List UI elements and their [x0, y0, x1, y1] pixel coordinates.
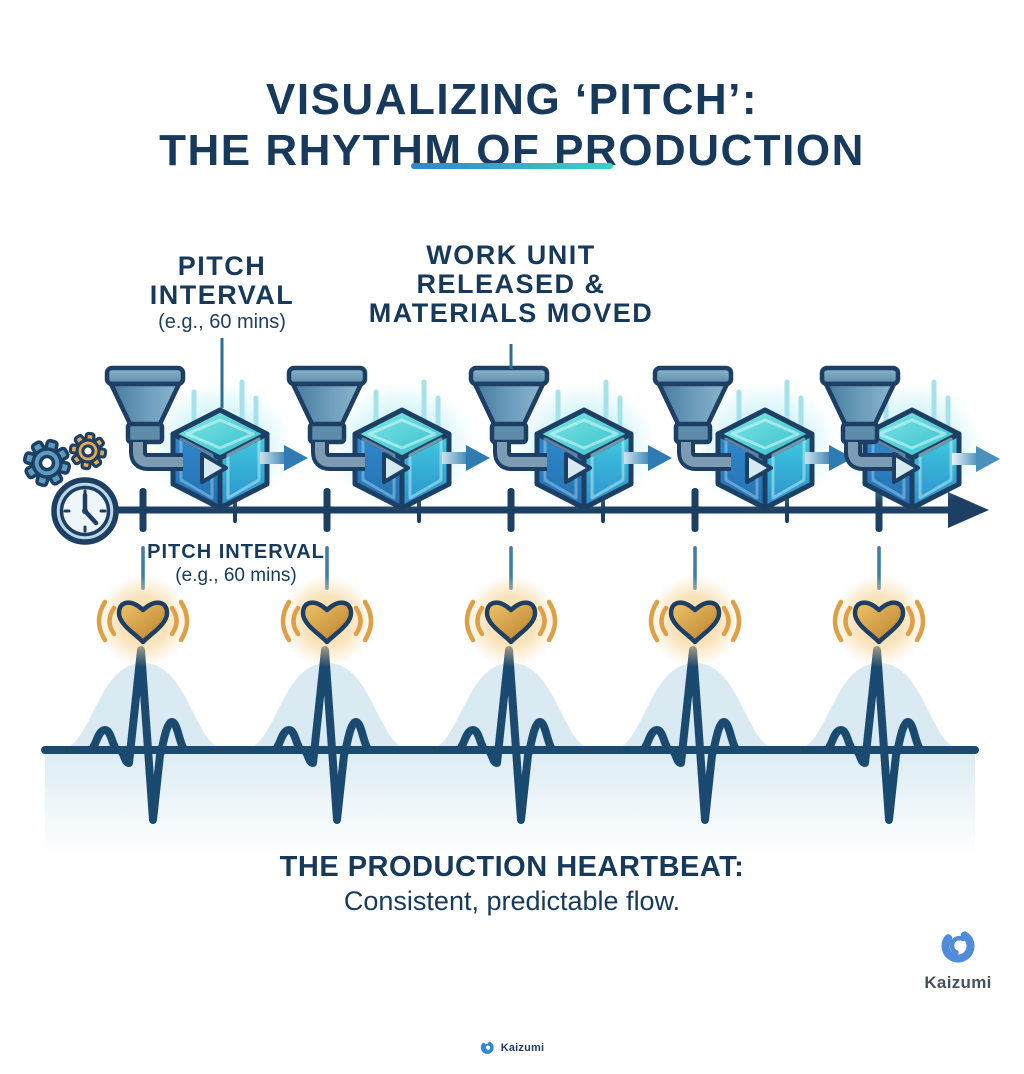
timeline-arrow	[948, 492, 989, 528]
timeline-pitch-interval-note: (e.g., 60 mins)	[175, 565, 297, 586]
production-stations	[107, 368, 1000, 511]
kaizumi-logo-icon	[941, 929, 975, 963]
pitch-interval-leader-line	[220, 338, 224, 408]
heart-icon	[97, 575, 189, 667]
footer-caption: THE PRODUCTION HEARTBEAT: Consistent, pr…	[0, 850, 1024, 918]
work-unit-cube-icon	[173, 410, 267, 508]
pitch-callout-line-1: PITCH	[177, 251, 267, 281]
clock-icon	[51, 477, 119, 545]
station	[289, 368, 474, 511]
station	[655, 368, 837, 511]
brand-logo: Kaizumi	[888, 926, 1024, 993]
work-unit-cube-icon	[718, 410, 812, 508]
work-callout-line-3: MATERIALS MOVED	[368, 298, 654, 328]
kaizumi-watermark-icon	[480, 1041, 494, 1054]
pitch-callout-line-2: INTERVAL	[149, 280, 295, 310]
title-underline	[411, 163, 613, 169]
heart-icon	[465, 575, 557, 667]
pitch-interval-callout: PITCH INTERVAL (e.g., 60 mins)	[92, 252, 352, 334]
station	[471, 368, 656, 511]
work-unit-leader-line	[509, 344, 513, 369]
heartbeat-wave	[41, 650, 979, 856]
footer-heading: THE PRODUCTION HEARTBEAT:	[279, 851, 745, 883]
work-unit-cube-icon	[355, 410, 449, 508]
work-callout-line-2: RELEASED &	[416, 269, 606, 299]
footer-subheading: Consistent, predictable flow.	[343, 886, 681, 916]
pitch-callout-note: (e.g., 60 mins)	[158, 311, 286, 333]
gear-icon	[17, 433, 77, 493]
timeline-pitch-interval-text: PITCH INTERVAL	[147, 541, 325, 563]
work-unit-callout: WORK UNIT RELEASED & MATERIALS MOVED	[301, 241, 721, 328]
work-unit-cube-icon	[537, 410, 631, 508]
title-line-1: VISUALIZING ‘PITCH’:	[266, 75, 758, 125]
heart-icon	[833, 575, 925, 667]
heart-icon	[281, 575, 373, 667]
station	[107, 368, 292, 511]
timeline	[112, 488, 989, 532]
work-callout-line-1: WORK UNIT	[426, 240, 596, 270]
watermark-logo: Kaizumi	[480, 1040, 545, 1055]
station	[822, 368, 982, 511]
brand-logo-text: Kaizumi	[924, 973, 992, 992]
page-title: VISUALIZING ‘PITCH’: THE RHYTHM OF PRODU…	[0, 75, 1024, 175]
heart-icons	[97, 575, 925, 667]
gear-icon	[66, 429, 110, 473]
watermark-text: Kaizumi	[500, 1041, 545, 1054]
timeline-pitch-interval-label: PITCH INTERVAL (e.g., 60 mins)	[126, 541, 346, 587]
heart-icon	[649, 575, 741, 667]
